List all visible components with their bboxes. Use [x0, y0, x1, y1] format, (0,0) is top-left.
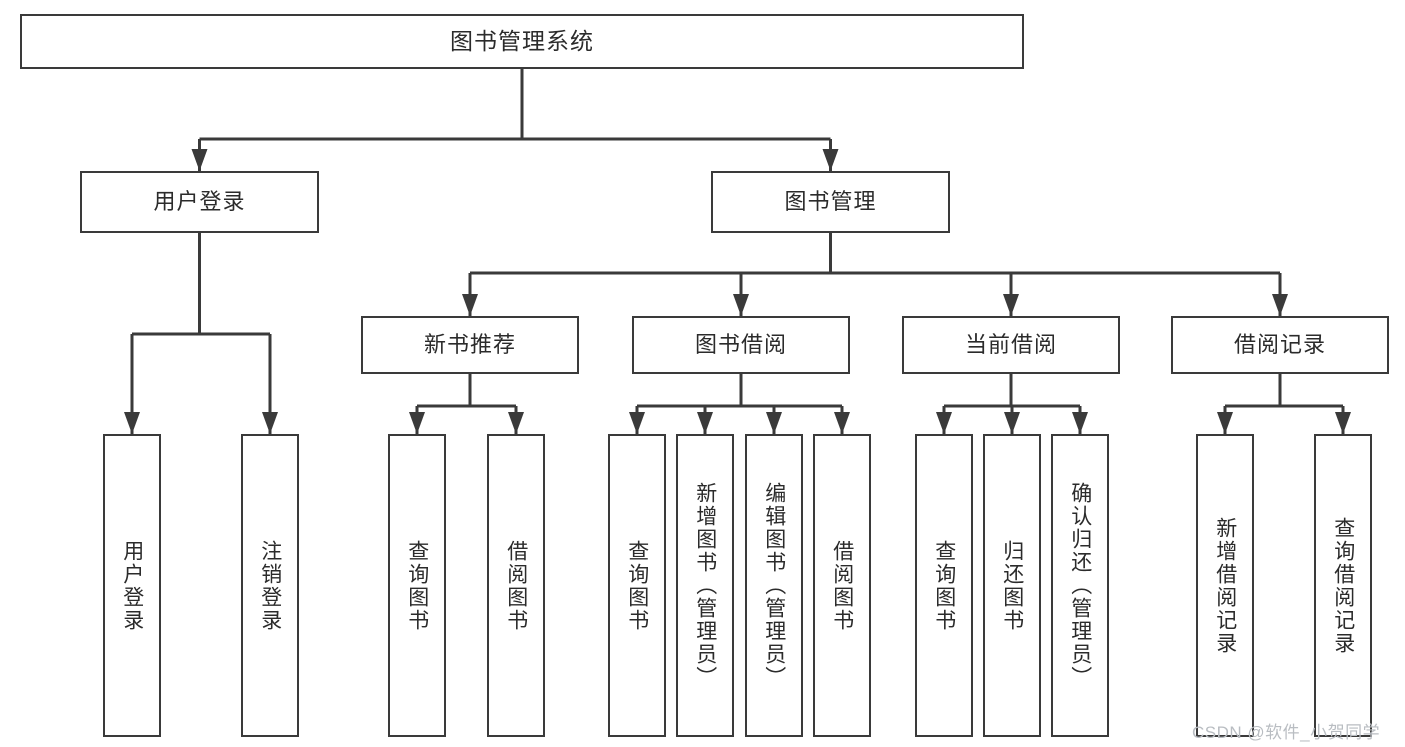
node-label: 用户登录 [153, 188, 246, 214]
arrowhead-icon [124, 412, 140, 434]
node-leaf_1[interactable]: 注销登录 [241, 434, 299, 737]
node-label: 查询借阅记录 [1331, 516, 1355, 655]
node-l3_3[interactable]: 借阅记录 [1171, 316, 1389, 374]
node-leaf_9[interactable]: 归还图书 [983, 434, 1041, 737]
node-l2_0[interactable]: 用户登录 [80, 171, 319, 233]
node-leaf_8[interactable]: 查询图书 [915, 434, 973, 737]
node-label: 当前借阅 [964, 331, 1057, 357]
node-label: 新增图书（管理员） [693, 482, 717, 689]
arrowhead-icon [1003, 294, 1019, 316]
node-leaf_10[interactable]: 确认归还（管理员） [1051, 434, 1109, 737]
node-l3_1[interactable]: 图书借阅 [632, 316, 850, 374]
node-label: 查询图书 [625, 539, 649, 632]
arrowhead-icon [822, 149, 839, 171]
node-label: 图书借阅 [694, 331, 787, 357]
csdn-watermark: CSDN @软件_小贺同学 [1192, 723, 1381, 742]
node-leaf_3[interactable]: 借阅图书 [487, 434, 545, 737]
node-l3_2[interactable]: 当前借阅 [902, 316, 1120, 374]
node-label: 借阅记录 [1233, 331, 1326, 357]
node-leaf_2[interactable]: 查询图书 [388, 434, 446, 737]
arrowhead-icon [1217, 412, 1233, 434]
arrowhead-icon [697, 412, 713, 434]
node-leaf_11[interactable]: 新增借阅记录 [1196, 434, 1254, 737]
node-label: 图书管理系统 [450, 27, 594, 54]
node-label: 编辑图书（管理员） [762, 482, 786, 689]
arrowhead-icon [629, 412, 645, 434]
arrowhead-icon [1335, 412, 1351, 434]
arrowhead-icon [508, 412, 524, 434]
arrowhead-icon [462, 294, 478, 316]
node-label: 查询图书 [932, 539, 956, 632]
node-label: 图书管理 [784, 188, 877, 214]
node-label: 确认归还（管理员） [1068, 482, 1092, 689]
arrowhead-icon [1072, 412, 1088, 434]
node-label: 新增借阅记录 [1213, 516, 1237, 655]
node-l3_0[interactable]: 新书推荐 [361, 316, 579, 374]
node-label: 用户登录 [120, 539, 144, 632]
arrowhead-icon [936, 412, 952, 434]
node-root[interactable]: 图书管理系统 [20, 14, 1024, 69]
node-leaf_4[interactable]: 查询图书 [608, 434, 666, 737]
arrowhead-icon [834, 412, 850, 434]
arrowhead-icon [766, 412, 782, 434]
node-leaf_0[interactable]: 用户登录 [103, 434, 161, 737]
arrowhead-icon [1004, 412, 1020, 434]
node-leaf_5[interactable]: 新增图书（管理员） [676, 434, 734, 737]
node-l2_1[interactable]: 图书管理 [711, 171, 950, 233]
arrowhead-icon [733, 294, 749, 316]
node-label: 借阅图书 [504, 539, 528, 632]
node-leaf_6[interactable]: 编辑图书（管理员） [745, 434, 803, 737]
arrowhead-icon [262, 412, 278, 434]
node-label: 查询图书 [405, 539, 429, 632]
node-label: 借阅图书 [830, 539, 854, 632]
arrowhead-icon [1272, 294, 1288, 316]
node-leaf_7[interactable]: 借阅图书 [813, 434, 871, 737]
node-label: 归还图书 [1000, 539, 1024, 632]
arrowhead-icon [409, 412, 425, 434]
node-leaf_12[interactable]: 查询借阅记录 [1314, 434, 1372, 737]
node-label: 新书推荐 [423, 331, 516, 357]
node-label: 注销登录 [258, 539, 282, 632]
arrowhead-icon [191, 149, 208, 171]
